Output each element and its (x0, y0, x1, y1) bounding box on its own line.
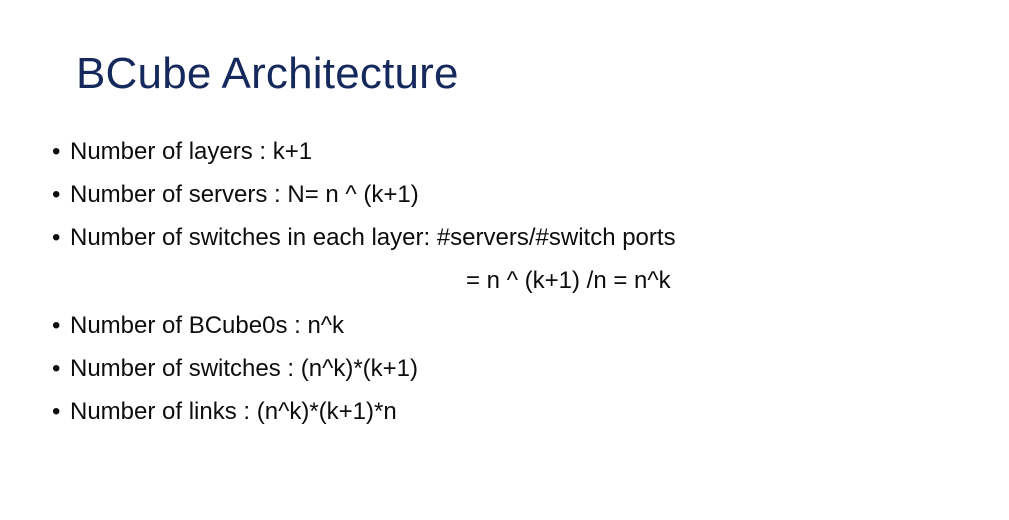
list-item: • Number of servers : N= n ^ (k+1) (44, 179, 984, 222)
list-item-label: Number of BCube0s : n^k (70, 312, 345, 339)
bullet-point-icon: • (52, 224, 61, 251)
list-item-label: Number of layers : k+1 (70, 138, 313, 165)
list-item-label: Number of switches in each layer: #serve… (70, 224, 676, 251)
list-item-label: Number of switches : (n^k)*(k+1) (70, 355, 419, 382)
slide-body-content: • Number of layers : k+1 • Number of ser… (44, 136, 984, 439)
list-item: • Number of layers : k+1 (44, 136, 984, 179)
formula-label: = n ^ (k+1) /n = n^k (466, 267, 671, 294)
list-item: • Number of switches in each layer: #ser… (44, 222, 984, 265)
list-item: • Number of links : (n^k)*(k+1)*n (44, 396, 984, 439)
bullet-point-icon: • (52, 181, 61, 208)
bullet-point-icon: • (52, 312, 61, 339)
list-item-label: Number of servers : N= n ^ (k+1) (70, 181, 419, 208)
list-item-label: Number of links : (n^k)*(k+1)*n (70, 398, 397, 425)
list-item: • Number of BCube0s : n^k (44, 310, 984, 353)
list-item: • Number of switches : (n^k)*(k+1) (44, 353, 984, 396)
bullet-point-icon: • (52, 138, 61, 165)
bullet-point-icon: • (52, 355, 61, 382)
formula-line: = n ^ (k+1) /n = n^k (44, 265, 984, 310)
bullet-point-icon: • (52, 398, 61, 425)
page-title: BCube Architecture (76, 49, 459, 98)
